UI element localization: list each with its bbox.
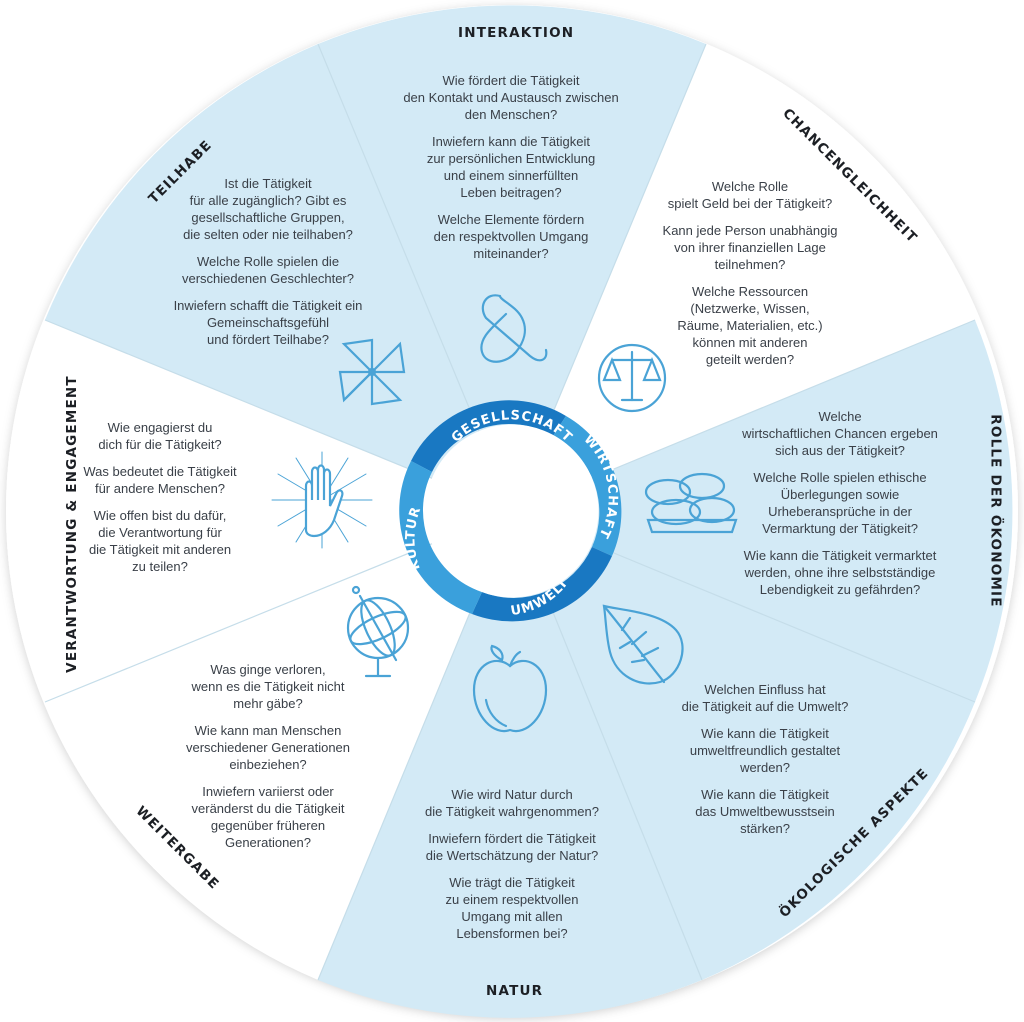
question-text: Wie kann die Tätigkeit umweltfreundlich …	[689, 726, 841, 775]
question-text: Welche Ressourcen (Netzwerke, Wissen, Rä…	[677, 284, 823, 367]
question-text: Kann jede Person unabhängig von ihrer fi…	[662, 223, 838, 272]
ring-label-kultur: KULTUR	[403, 505, 423, 573]
question-text: Wie kann die Tätigkeit vermarktet werden…	[743, 548, 937, 597]
question-text: Inwiefern variierst oder veränderst du d…	[191, 784, 345, 850]
radiant-hand-icon	[271, 451, 373, 549]
question-text: Was ginge verloren, wenn es die Tätigkei…	[191, 662, 345, 711]
apple-icon	[472, 644, 548, 733]
questions-teilhabe: Ist die Tätigkeit für alle zugänglich? G…	[152, 175, 384, 358]
pinwheel-icon	[338, 338, 406, 406]
questions-natur: Wie wird Natur durch die Tätigkeit wahrg…	[390, 786, 634, 952]
label-rolle-der-oekonomie: ROLLE DER ÖKONOMIE	[987, 414, 1004, 608]
question-text: Wie fördert die Tätigkeit den Kontakt un…	[403, 73, 619, 122]
ampersand-icon	[480, 294, 548, 363]
question-text: Welche Rolle spielt Geld bei der Tätigke…	[667, 179, 833, 211]
questions-interaktion: Wie fördert die Tätigkeit den Kontakt un…	[376, 72, 646, 272]
wedge-oekologische-aspekte	[512, 511, 975, 980]
question-text: Wie wird Natur durch die Tätigkeit wahrg…	[425, 787, 599, 819]
question-text: Ist die Tätigkeit für alle zugänglich? G…	[183, 176, 353, 242]
question-text: Welche wirtschaftlichen Chancen ergeben …	[742, 409, 938, 458]
wedge-verantwortung	[7, 320, 513, 702]
questions-weitergabe: Was ginge verloren, wenn es die Tätigkei…	[158, 661, 378, 861]
coins-icon	[644, 472, 738, 534]
question-text: Wie offen bist du dafür, die Verantwortu…	[88, 508, 232, 574]
question-text: Welche Rolle spielen ethische Überlegung…	[753, 470, 927, 536]
question-text: Welchen Einfluss hat die Tätigkeit auf d…	[681, 682, 849, 714]
scales-icon	[597, 343, 667, 413]
question-text: Inwiefern kann die Tätigkeit zur persönl…	[426, 134, 596, 200]
wedge-weitergabe	[45, 511, 512, 980]
wedge-interaktion	[318, 5, 706, 511]
question-text: Was bedeutet die Tätigkeit für andere Me…	[83, 464, 237, 496]
questions-oekologische-aspekte: Welchen Einfluss hat die Tätigkeit auf d…	[660, 681, 870, 847]
question-text: Inwiefern schafft die Tätigkeit ein Geme…	[173, 298, 363, 347]
wedge-natur	[318, 511, 702, 1018]
svg-text:KULTUR: KULTUR	[403, 505, 424, 573]
leaf-icon	[602, 604, 684, 685]
sector-wedges	[7, 5, 1013, 1018]
question-text: Wie kann die Tätigkeit das Umweltbewusst…	[695, 787, 835, 836]
questions-verantwortung: Wie engagierst du dich für die Tätigkeit…	[60, 419, 260, 585]
questions-rolle-der-oekonomie: Welche wirtschaftlichen Chancen ergeben …	[720, 408, 960, 608]
questions-chancengleichheit: Welche Rolle spielt Geld bei der Tätigke…	[640, 178, 860, 378]
question-text: Welche Rolle spielen die verschiedenen G…	[182, 254, 354, 286]
question-text: Wie kann man Menschen verschiedener Gene…	[185, 723, 351, 772]
question-text: Wie engagierst du dich für die Tätigkeit…	[98, 420, 222, 452]
wedge-rolle-der-oekonomie	[512, 320, 1013, 702]
question-text: Inwiefern fördert die Tätigkeit die Wert…	[425, 831, 599, 863]
label-natur: NATUR	[486, 983, 544, 999]
armillary-sphere-icon	[346, 585, 410, 678]
question-text: Wie trägt die Tätigkeit zu einem respekt…	[445, 875, 579, 941]
label-interaktion: INTERAKTION	[458, 25, 575, 41]
question-text: Welche Elemente fördern den respektvolle…	[433, 212, 589, 261]
wedge-chancengleichheit	[512, 44, 975, 511]
center-ring: GESELLSCHAFT WIRTSCHAFT UMWELT KULTUR	[399, 400, 622, 622]
